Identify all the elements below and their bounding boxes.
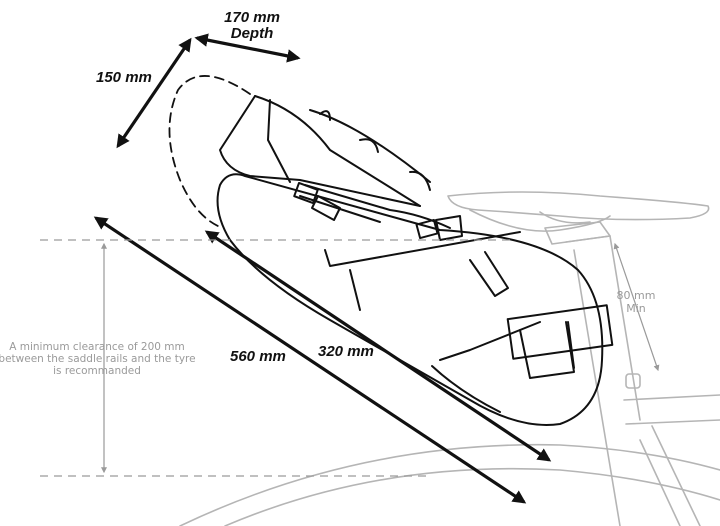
rolled-top [219,95,421,207]
seat-stay [651,425,701,526]
clearance-note-line2: between the saddle rails and the tyre [0,353,196,365]
top-tube [623,394,720,401]
depth-word-label: Depth [231,25,274,42]
depth-value-label: 170 mm [224,9,280,26]
length-total-label: 560 mm [230,348,286,365]
seatpost [565,235,641,421]
seatpost-word-label: Min [626,302,646,315]
clearance-note-line3: is recommanded [53,365,141,377]
dimension-arrows [93,33,552,504]
clearance-note-line1: A minimum clearance of 200 mm [9,341,185,353]
buckle-upper [293,182,319,204]
saddle [447,191,710,221]
expansion-outline [168,75,251,227]
height-arrow [116,37,192,149]
depth-arrow [194,33,301,63]
rear-rim [224,467,720,526]
length-body-label: 320 mm [318,343,374,360]
bag-body [216,173,604,426]
length-body-arrow [204,230,552,462]
seatpost-arrow [613,242,660,372]
seatpost-value-label: 80 mm [617,289,656,302]
rear-tyre [179,443,720,526]
clearance-guides [40,239,660,477]
height-label: 150 mm [96,69,152,86]
